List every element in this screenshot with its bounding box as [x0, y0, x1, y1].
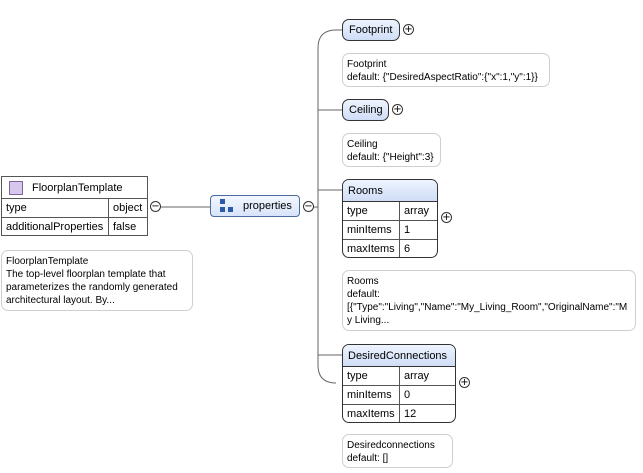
annotation-title: Desiredconnections — [347, 440, 435, 451]
property-rooms[interactable]: Rooms type array minItems 1 maxItems 6 — [342, 179, 438, 258]
facet-key: minItems — [343, 385, 400, 405]
facet-value: 6 — [399, 239, 437, 257]
table-row: minItems 0 — [343, 385, 455, 405]
property-name: DesiredConnections — [348, 349, 448, 362]
annotation-default: default: [] — [347, 453, 389, 464]
property-desired-connections[interactable]: DesiredConnections type array minItems 0… — [342, 344, 456, 423]
ceiling-annotation: Ceiling default: {"Height":3} — [342, 133, 441, 167]
facet-key: additionalProperties — [2, 217, 109, 236]
root-element-box[interactable]: FloorplanTemplate type object additional… — [1, 176, 148, 236]
expand-footprint-toggle[interactable]: + — [403, 24, 414, 35]
facet-key: type — [343, 367, 400, 386]
annotation-title: Ceiling — [347, 139, 378, 150]
table-row: minItems 1 — [343, 220, 437, 240]
facet-value: false — [108, 217, 147, 236]
table-row: type array — [343, 202, 437, 221]
desired-connections-annotation: Desiredconnections default: [] — [342, 434, 453, 468]
root-annotation-text: The top-level floorplan template that pa… — [6, 269, 178, 306]
table-row: type array — [343, 367, 455, 386]
root-facets-table: type object additionalProperties false — [2, 199, 147, 236]
rooms-annotation: Rooms default: [{"Type":"Living","Name":… — [342, 270, 636, 331]
facet-key: type — [343, 202, 400, 221]
annotation-title: Rooms — [347, 276, 379, 287]
facet-key: minItems — [343, 220, 400, 240]
collapse-properties-toggle[interactable]: − — [303, 201, 314, 212]
facet-value: array — [404, 370, 430, 382]
table-row: maxItems 6 — [343, 239, 437, 257]
property-name: Footprint — [349, 24, 393, 36]
table-row: additionalProperties false — [2, 217, 147, 236]
annotation-default: default: {"DesiredAspectRatio":{"x":1,"y… — [347, 72, 538, 83]
footprint-annotation: Footprint default: {"DesiredAspectRatio"… — [342, 53, 550, 87]
annotation-title: Footprint — [347, 59, 387, 70]
desired-connections-header[interactable]: DesiredConnections — [343, 345, 455, 367]
property-footprint[interactable]: Footprint — [342, 19, 400, 41]
annotation-default-value: [{"Type":"Living","Name":"My_Living_Room… — [347, 302, 628, 326]
sequence-icon — [220, 199, 234, 213]
property-ceiling[interactable]: Ceiling — [342, 99, 389, 121]
facet-value: 12 — [399, 404, 455, 422]
root-annotation-title: FloorplanTemplate — [6, 256, 89, 267]
facet-key: type — [2, 199, 109, 218]
collapse-root-toggle[interactable]: − — [150, 201, 161, 212]
desired-connections-facets-table: type array minItems 0 maxItems 12 — [343, 367, 455, 422]
compositor-label: properties — [243, 200, 292, 212]
rooms-header[interactable]: Rooms — [343, 180, 437, 202]
facet-value: 1 — [399, 220, 437, 240]
annotation-default: default: — [347, 289, 380, 300]
property-name: Rooms — [348, 184, 383, 197]
rooms-facets-table: type array minItems 1 maxItems 6 — [343, 202, 437, 257]
expand-rooms-toggle[interactable]: + — [441, 212, 452, 223]
expand-desired-connections-toggle[interactable]: + — [459, 377, 470, 388]
element-icon — [9, 180, 23, 195]
facet-value: array — [404, 205, 430, 217]
root-annotation: FloorplanTemplate The top-level floorpla… — [1, 250, 193, 311]
properties-compositor[interactable]: properties — [210, 195, 300, 217]
root-element-header[interactable]: FloorplanTemplate — [2, 177, 147, 199]
table-row: type object — [2, 199, 147, 218]
facet-value: 0 — [399, 385, 455, 405]
facet-key: maxItems — [343, 239, 400, 257]
facet-value: object — [113, 202, 143, 214]
property-name: Ceiling — [349, 104, 383, 116]
table-row: maxItems 12 — [343, 404, 455, 422]
root-element-name: FloorplanTemplate — [32, 181, 123, 194]
annotation-default: default: {"Height":3} — [347, 152, 434, 163]
expand-ceiling-toggle[interactable]: + — [392, 104, 403, 115]
facet-key: maxItems — [343, 404, 400, 422]
